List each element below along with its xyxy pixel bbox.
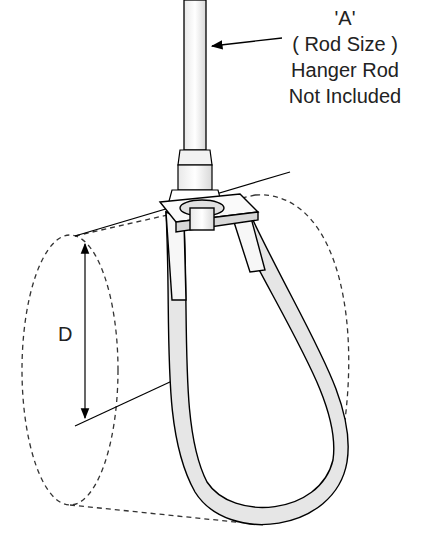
dimension-letter: D [58,322,72,346]
hanger-rod [184,0,206,150]
leader-line [212,38,282,46]
part-note: Hanger Rod [291,58,399,82]
part-note: Not Included [289,84,401,108]
rod-size-note: ( Rod Size ) [292,32,398,56]
dimension-letter: 'A' [335,6,356,30]
nut [178,150,212,165]
pipe-outline [22,195,349,525]
swivel-ring [160,194,348,525]
